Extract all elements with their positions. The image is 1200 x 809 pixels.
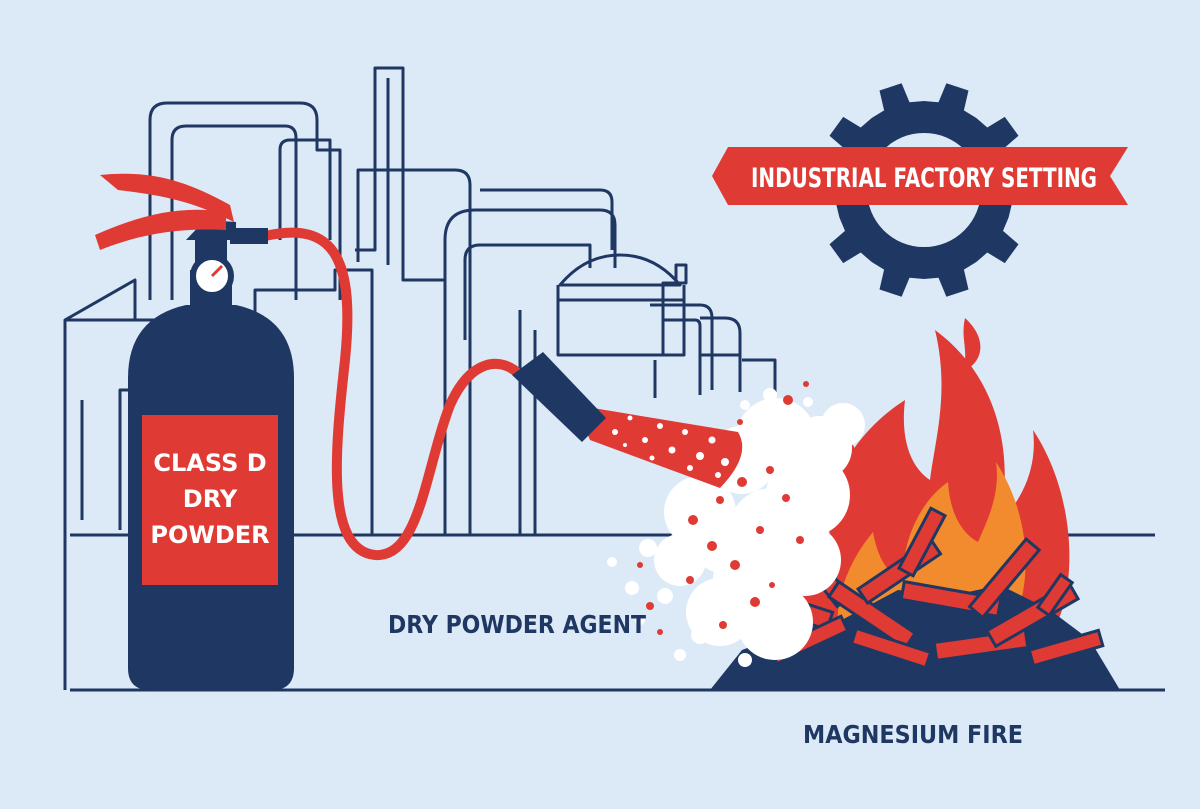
powder-cloud bbox=[654, 398, 865, 660]
banner: INDUSTRIAL FACTORY SETTING bbox=[712, 147, 1128, 205]
gear-icon bbox=[815, 83, 1033, 297]
fire-label: MAGNESIUM FIRE bbox=[803, 720, 1023, 749]
extinguisher-label-line2: DRY bbox=[183, 485, 238, 513]
nozzle bbox=[512, 352, 606, 442]
banner-title: INDUSTRIAL FACTORY SETTING bbox=[751, 163, 1097, 194]
extinguisher-hose bbox=[260, 227, 606, 560]
extinguisher-label-line1: CLASS D bbox=[153, 449, 266, 477]
extinguisher-label-line3: POWDER bbox=[150, 521, 269, 549]
extinguisher-label bbox=[142, 415, 278, 585]
agent-label: DRY POWDER AGENT bbox=[388, 610, 646, 639]
fire-extinguisher: CLASS D DRY POWDER bbox=[95, 173, 294, 690]
